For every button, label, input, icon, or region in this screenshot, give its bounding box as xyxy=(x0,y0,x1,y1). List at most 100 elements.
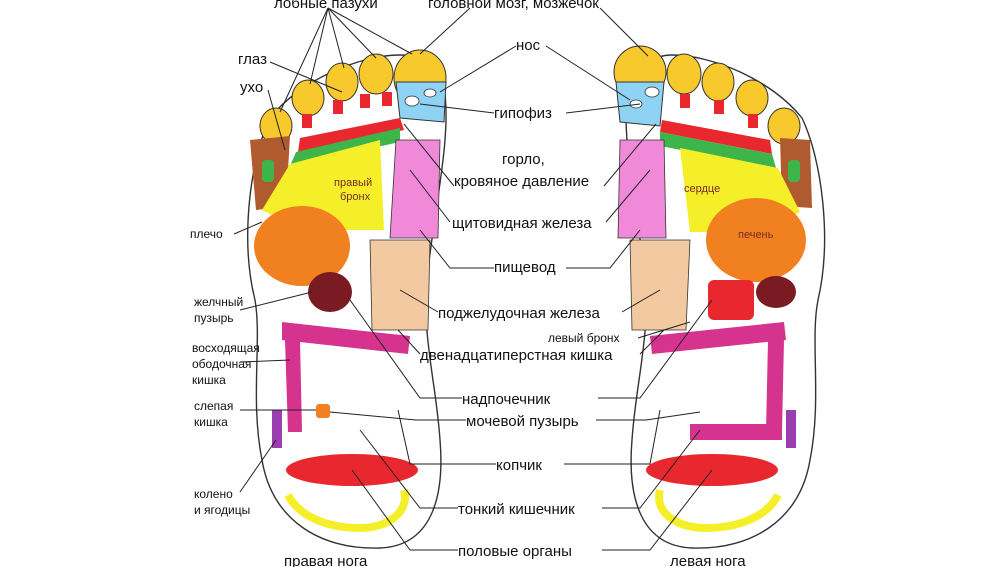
line-pancreas xyxy=(399,289,439,313)
label-bladder: мочевой пузырь xyxy=(466,413,579,430)
line-sinus-3 xyxy=(327,7,345,69)
line-bladder-l xyxy=(596,411,701,421)
line-bladder xyxy=(329,411,466,421)
right-liver-zone xyxy=(254,206,350,286)
right-toe-red-4 xyxy=(382,92,392,106)
right-toe-red-3 xyxy=(302,114,312,128)
left-foot xyxy=(613,45,826,549)
label-colon-2: ободочная xyxy=(192,357,251,371)
line-brain xyxy=(419,7,471,55)
label-adrenal: надпочечник xyxy=(462,391,551,408)
label-gallbladder-2: пузырь xyxy=(194,311,234,325)
left-toe-red-3 xyxy=(748,114,758,128)
left-descending-colon xyxy=(766,340,784,432)
label-pituitary: гипофиз xyxy=(494,105,552,122)
line-esophagus-l xyxy=(566,229,641,269)
line-brain-l xyxy=(599,7,649,57)
leader-lines xyxy=(233,7,713,551)
left-toe-red-2 xyxy=(714,100,724,114)
right-toe-red-1 xyxy=(360,94,370,108)
label-throat-2: кровяное давление xyxy=(454,173,589,190)
right-green-zone xyxy=(290,128,400,166)
label-coccyx: копчик xyxy=(496,457,542,474)
left-liver-zone xyxy=(706,198,806,282)
label-shoulder: плечо xyxy=(190,227,223,241)
label-gallbladder-1: желчный xyxy=(194,295,243,309)
label-brain: головной мозг, мозжечок xyxy=(428,0,599,12)
line-eye xyxy=(269,61,343,93)
right-foot xyxy=(247,49,447,549)
line-adrenal xyxy=(349,299,462,399)
line-pituitary xyxy=(419,103,495,114)
label-esophagus: пищевод xyxy=(494,259,556,276)
left-ear-spot xyxy=(788,160,800,182)
line-pancreas-l xyxy=(621,289,661,313)
line-adrenal-l xyxy=(598,299,713,399)
left-small-int-arc xyxy=(655,488,782,533)
line-nose xyxy=(439,45,517,93)
line-colon xyxy=(239,359,291,363)
label-sinuses: лобные пазухи xyxy=(274,0,378,12)
line-genitals-l xyxy=(602,469,713,551)
label-small-intestine: тонкий кишечник xyxy=(458,501,575,518)
label-nose: нос xyxy=(516,37,541,54)
label-right-foot: правая нога xyxy=(284,553,368,567)
line-coccyx xyxy=(397,409,496,465)
left-transverse-colon xyxy=(650,322,786,354)
label-left-bronchus: левый бронх xyxy=(548,331,620,345)
right-pituitary-dot-1 xyxy=(404,95,420,107)
label-left-foot: левая нога xyxy=(670,553,746,567)
right-small-int-arc xyxy=(284,488,410,533)
line-duodenum xyxy=(397,329,421,355)
line-throat-l xyxy=(603,123,657,187)
line-sinus-2 xyxy=(309,7,329,85)
label-ear: ухо xyxy=(240,79,263,96)
right-knee-zone xyxy=(272,410,282,448)
line-knee xyxy=(239,439,277,493)
label-eye: глаз xyxy=(238,51,267,68)
label-cecum-1: слепая xyxy=(194,399,233,413)
label-colon-3: кишка xyxy=(192,373,226,387)
left-toe-3 xyxy=(701,62,735,102)
left-toe-2 xyxy=(666,53,702,95)
line-duodenum-l xyxy=(639,329,665,355)
right-pancreas-zone xyxy=(369,239,431,331)
left-neck-red-band xyxy=(660,120,772,154)
line-esophagus xyxy=(419,229,494,269)
line-sinus-1 xyxy=(279,7,329,113)
line-sinus-4 xyxy=(327,7,377,59)
text-labels: лобные пазухи головной мозг, мозжечок гл… xyxy=(190,0,774,567)
line-genitals xyxy=(351,469,458,551)
left-spleen-zone xyxy=(708,280,754,320)
right-ascending-colon xyxy=(285,340,302,432)
left-heart-spot xyxy=(756,276,796,308)
line-gallbladder xyxy=(239,291,313,311)
right-toe-4 xyxy=(291,79,325,117)
left-knee-zone xyxy=(786,410,796,448)
line-sinus-5 xyxy=(327,7,413,55)
label-right-bronchus-2: бронх xyxy=(340,191,371,203)
right-transverse-colon xyxy=(282,322,410,354)
line-thyroid xyxy=(409,169,451,223)
line-thyroid-l xyxy=(605,169,651,223)
label-heart: сердце xyxy=(684,183,720,195)
line-coccyx-l xyxy=(564,409,661,465)
left-throat-zone xyxy=(617,139,667,239)
right-ear-spot xyxy=(262,160,274,182)
left-green-zone xyxy=(660,132,776,168)
right-cecum xyxy=(316,404,330,418)
label-colon-1: восходящая xyxy=(192,341,260,355)
left-pancreas-zone xyxy=(629,239,691,331)
line-small-int xyxy=(359,429,458,509)
right-toe-red-2 xyxy=(333,100,343,114)
right-toe-3 xyxy=(325,62,359,102)
right-neck-red-band xyxy=(298,118,404,152)
left-toe-red-1 xyxy=(680,94,690,108)
left-toe-4 xyxy=(735,79,769,117)
label-thyroid: щитовидная железа xyxy=(452,215,592,232)
label-throat-1: горло, xyxy=(502,151,545,168)
label-liver: печень xyxy=(738,229,774,241)
left-pituitary-dot-1 xyxy=(644,86,660,98)
line-shoulder xyxy=(233,221,263,235)
